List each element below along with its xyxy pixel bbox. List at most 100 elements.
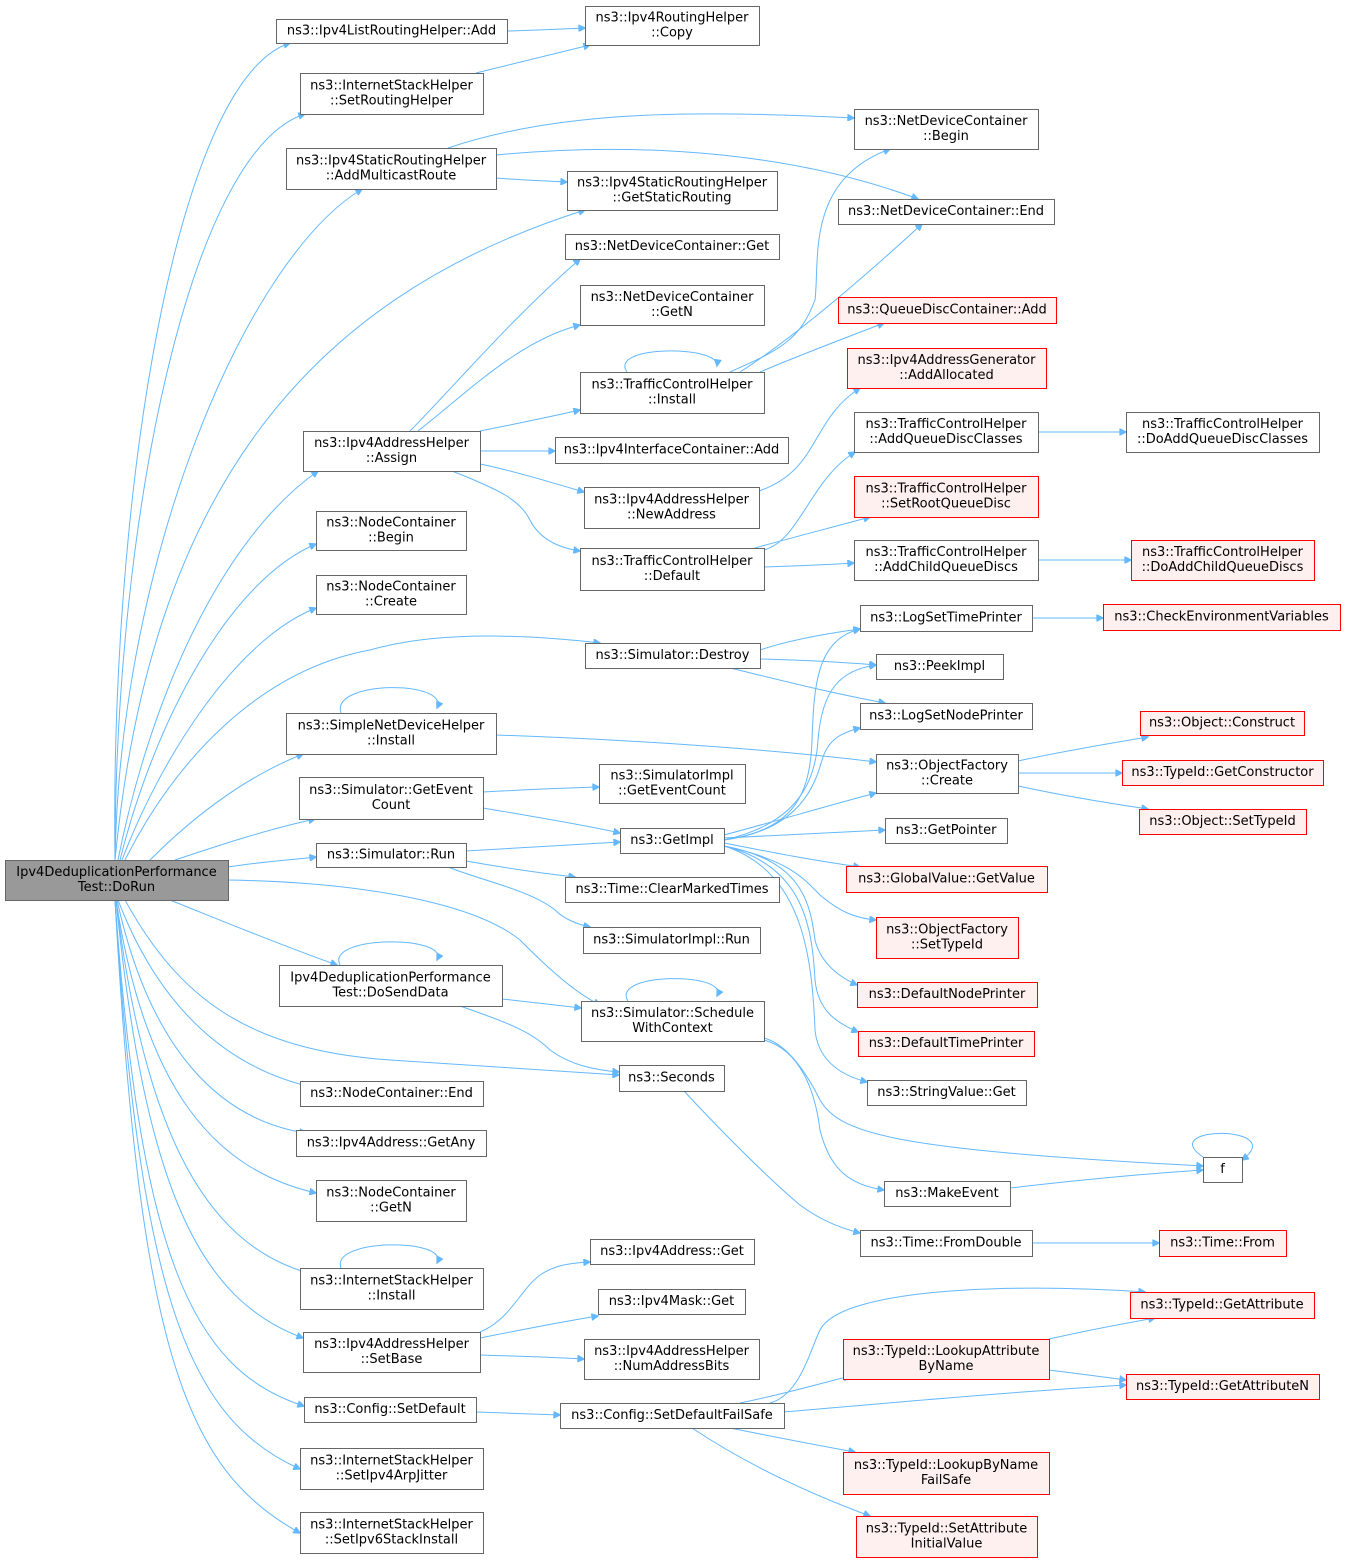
node-tch_doaqdc[interactable]: ns3::TrafficControlHelper::DoAddQueueDis… [1126, 412, 1320, 453]
node-sim_destroy[interactable]: ns3::Simulator::Destroy [585, 643, 761, 669]
node-ndc_begin[interactable]: ns3::NetDeviceContainer::Begin [854, 109, 1039, 150]
node-tch_doacqd[interactable]: ns3::TrafficControlHelper::DoAddChildQue… [1131, 540, 1315, 581]
node-sv_get[interactable]: ns3::StringValue::Get [867, 1080, 1027, 1106]
node-f[interactable]: f [1203, 1157, 1243, 1183]
node-time_from[interactable]: ns3::Time::From [1159, 1230, 1287, 1257]
node-label: ns3::SimulatorImpl::Run [593, 933, 750, 948]
node-srh_gsr[interactable]: ns3::Ipv4StaticRoutingHelper::GetStaticR… [567, 171, 778, 211]
node-ish_setrh[interactable]: ns3::InternetStackHelper::SetRoutingHelp… [300, 73, 484, 115]
node-label: ns3::Ipv4AddressHelper [314, 1337, 470, 1352]
node-ipm_get[interactable]: ns3::Ipv4Mask::Get [598, 1289, 746, 1315]
node-log_stp[interactable]: ns3::LogSetTimePrinter [860, 605, 1033, 632]
node-ish_setarp[interactable]: ns3::InternetStackHelper::SetIpv4ArpJitt… [300, 1448, 484, 1490]
node-label: ns3::DefaultNodePrinter [869, 987, 1026, 1002]
node-tch_default[interactable]: ns3::TrafficControlHelper::Default [580, 548, 765, 591]
node-sndh_install[interactable]: ns3::SimpleNetDeviceHelper::Install [286, 713, 497, 755]
node-label: ns3::LogSetNodePrinter [869, 709, 1023, 724]
node-iah_newaddr[interactable]: ns3::Ipv4AddressHelper::NewAddress [584, 487, 760, 529]
node-rh_copy[interactable]: ns3::Ipv4RoutingHelper::Copy [585, 6, 760, 46]
node-simimpl_run[interactable]: ns3::SimulatorImpl::Run [583, 927, 761, 954]
node-ndc_get[interactable]: ns3::NetDeviceContainer::Get [565, 234, 780, 260]
node-label: ::AddChildQueueDiscs [874, 560, 1018, 575]
node-default_np[interactable]: ns3::DefaultNodePrinter [857, 982, 1038, 1008]
node-sim_gec[interactable]: ns3::Simulator::GetEventCount [299, 777, 484, 820]
node-nc_getn[interactable]: ns3::NodeContainer::GetN [316, 1180, 467, 1222]
node-obj_settid[interactable]: ns3::Object::SetTypeId [1139, 809, 1307, 835]
node-log_snp[interactable]: ns3::LogSetNodePrinter [860, 703, 1033, 730]
node-getpointer[interactable]: ns3::GetPointer [885, 818, 1008, 844]
node-obj_construct[interactable]: ns3::Object::Construct [1140, 711, 1305, 736]
node-cfg_sdfs[interactable]: ns3::Config::SetDefaultFailSafe [560, 1403, 785, 1429]
node-label: ns3::SimpleNetDeviceHelper [298, 719, 485, 734]
node-ipa_getany[interactable]: ns3::Ipv4Address::GetAny [296, 1130, 487, 1157]
edge-iah_assign-to-iah_newaddr [479, 463, 584, 492]
node-tch_aqdc[interactable]: ns3::TrafficControlHelper::AddQueueDiscC… [854, 412, 1039, 453]
node-ndc_end[interactable]: ns3::NetDeviceContainer::End [838, 199, 1055, 225]
node-qdc_add[interactable]: ns3::QueueDiscContainer::Add [838, 297, 1057, 324]
node-tch_install[interactable]: ns3::TrafficControlHelper::Install [580, 372, 765, 414]
node-of_create[interactable]: ns3::ObjectFactory::Create [876, 754, 1019, 794]
node-getimpl[interactable]: ns3::GetImpl [620, 828, 725, 854]
node-makeevent[interactable]: ns3::MakeEvent [884, 1181, 1011, 1207]
node-tch_srqd[interactable]: ns3::TrafficControlHelper::SetRootQueueD… [854, 476, 1039, 518]
node-iah_assign[interactable]: ns3::Ipv4AddressHelper::Assign [303, 431, 481, 472]
node-label: ns3::DefaultTimePrinter [869, 1036, 1024, 1051]
node-tid_getctor[interactable]: ns3::TypeId::GetConstructor [1122, 760, 1324, 786]
node-label: ns3::StringValue::Get [877, 1085, 1015, 1100]
node-time_cmt[interactable]: ns3::Time::ClearMarkedTimes [565, 877, 780, 903]
node-label: ::Default [644, 569, 700, 584]
node-iic_add[interactable]: ns3::Ipv4InterfaceContainer::Add [555, 437, 789, 464]
node-box [598, 1289, 746, 1315]
node-time_fromdouble[interactable]: ns3::Time::FromDouble [860, 1230, 1033, 1257]
node-of_settid[interactable]: ns3::ObjectFactory::SetTypeId [876, 917, 1019, 959]
node-nc_create[interactable]: ns3::NodeContainer::Create [316, 575, 467, 615]
node-simimpl_gec[interactable]: ns3::SimulatorImpl::GetEventCount [599, 764, 746, 804]
node-tid_getattrn[interactable]: ns3::TypeId::GetAttributeN [1126, 1374, 1320, 1400]
node-box [1122, 760, 1324, 786]
node-srh_amr[interactable]: ns3::Ipv4StaticRoutingHelper::AddMultica… [286, 148, 497, 190]
node-label: ns3::Simulator::Schedule [591, 1006, 754, 1021]
node-box [838, 297, 1057, 324]
edge-root-to-sndh_install [149, 754, 303, 861]
node-label: ns3::InternetStackHelper [310, 1518, 473, 1533]
node-peekimpl[interactable]: ns3::PeekImpl [876, 654, 1004, 680]
node-iag_alloc[interactable]: ns3::Ipv4AddressGenerator::AddAllocated [847, 348, 1047, 389]
node-box [847, 348, 1047, 389]
node-label: ::GetN [370, 1201, 412, 1216]
node-label: ns3::TrafficControlHelper [591, 554, 753, 569]
node-lrh_add[interactable]: ns3::Ipv4ListRoutingHelper::Add [276, 19, 508, 44]
node-ish_install[interactable]: ns3::InternetStackHelper::Install [300, 1268, 484, 1310]
node-label: ns3::Ipv4RoutingHelper [596, 11, 750, 26]
node-iah_nab[interactable]: ns3::Ipv4AddressHelper::NumAddressBits [584, 1339, 760, 1380]
edge-getimpl-to-of_create [723, 793, 876, 836]
edge-getimpl-to-log_stp [723, 629, 860, 841]
node-cfg_setdefault[interactable]: ns3::Config::SetDefault [304, 1397, 477, 1423]
node-sim_run[interactable]: ns3::Simulator::Run [316, 843, 467, 868]
node-gv_getvalue[interactable]: ns3::GlobalValue::GetValue [846, 866, 1048, 893]
node-box [599, 764, 746, 804]
node-nc_end[interactable]: ns3::NodeContainer::End [300, 1081, 484, 1107]
edge-of_create-to-obj_construct [1017, 737, 1148, 762]
node-default_tp[interactable]: ns3::DefaultTimePrinter [858, 1031, 1035, 1057]
node-dosenddata[interactable]: Ipv4DeduplicationPerformanceTest::DoSend… [279, 965, 503, 1007]
node-label: ns3::Time::FromDouble [871, 1236, 1022, 1251]
node-box [1139, 809, 1307, 835]
node-ipa_get[interactable]: ns3::Ipv4Address::Get [590, 1239, 755, 1265]
node-tch_acqd[interactable]: ns3::TrafficControlHelper::AddChildQueue… [854, 540, 1039, 581]
node-label: ns3::PeekImpl [894, 659, 985, 674]
node-seconds[interactable]: ns3::Seconds [619, 1065, 725, 1092]
node-iah_setbase[interactable]: ns3::Ipv4AddressHelper::SetBase [303, 1332, 481, 1373]
node-tid_getattr[interactable]: ns3::TypeId::GetAttribute [1130, 1292, 1315, 1319]
node-label: ns3::Ipv4Address::Get [600, 1244, 744, 1259]
node-ndc_getn[interactable]: ns3::NetDeviceContainer::GetN [580, 285, 765, 326]
node-box [1159, 1230, 1287, 1257]
edge-root-to-srh_amr [114, 189, 362, 861]
node-nc_begin[interactable]: ns3::NodeContainer::Begin [316, 511, 467, 551]
node-check_env[interactable]: ns3::CheckEnvironmentVariables [1103, 604, 1341, 631]
node-ish_setv6[interactable]: ns3::InternetStackHelper::SetIpv6StackIn… [300, 1512, 484, 1554]
